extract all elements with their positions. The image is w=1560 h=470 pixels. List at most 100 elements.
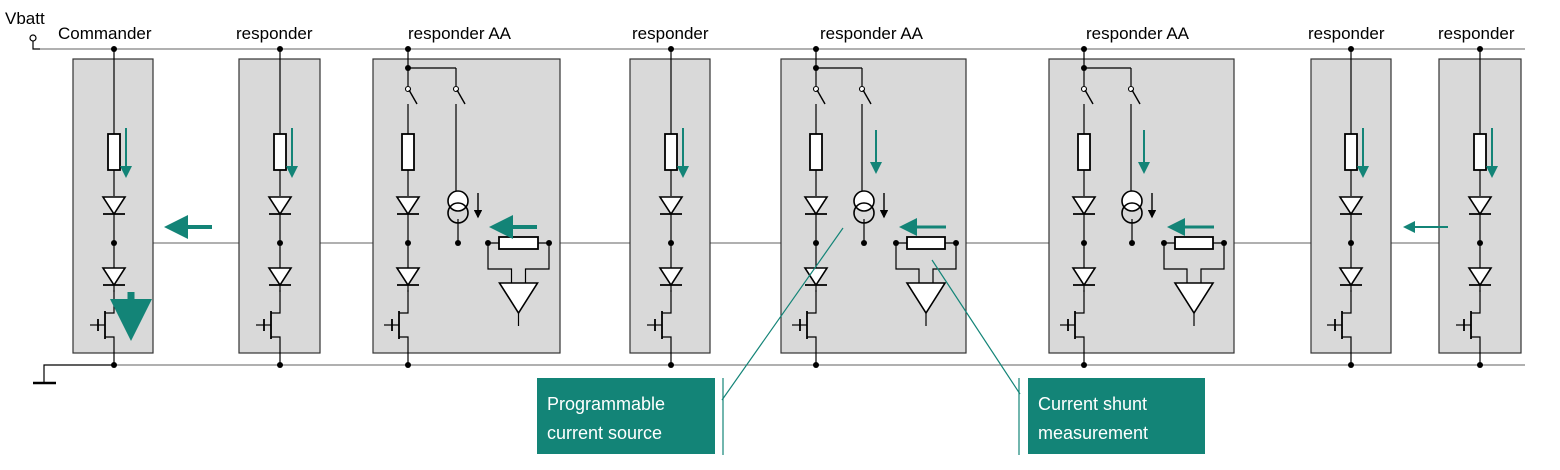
wire xyxy=(1471,336,1481,365)
wire xyxy=(895,243,920,286)
wire xyxy=(1471,290,1481,314)
wire xyxy=(1342,290,1352,314)
wire xyxy=(662,290,672,314)
ground-icon xyxy=(33,364,112,385)
callouts: Programmable current source Current shuntm… xyxy=(537,227,1205,455)
amplifier-icon xyxy=(905,282,947,315)
current-source-icon xyxy=(853,190,889,224)
callout-current-source: Programmable current source xyxy=(537,227,844,455)
wire xyxy=(399,336,409,365)
module-label: responder xyxy=(632,24,709,43)
switch-icon xyxy=(404,68,418,105)
vbatt-wire xyxy=(32,41,40,50)
switch-icon xyxy=(452,68,466,105)
vbatt-label: Vbatt xyxy=(5,9,45,28)
shunt-amplifier-icon xyxy=(1161,236,1227,326)
callout-line2: measurement xyxy=(1038,423,1148,443)
module-commander: Commander xyxy=(58,24,212,368)
wire xyxy=(807,290,817,314)
module-responder-aa: responder AA xyxy=(780,24,967,368)
wire xyxy=(1075,290,1085,314)
switch-icon xyxy=(812,68,826,105)
shunt-amplifier-icon xyxy=(485,236,552,326)
junction-dot xyxy=(405,362,411,368)
module-label: Commander xyxy=(58,24,152,43)
resistor-icon xyxy=(273,133,287,171)
wire xyxy=(399,290,409,314)
current-source-icon xyxy=(1121,190,1157,224)
resistor-icon xyxy=(1344,133,1358,171)
junction-dot xyxy=(668,362,674,368)
resistor-icon xyxy=(664,133,678,171)
modules: Commander responder responder AA responder r… xyxy=(58,24,1522,368)
switch-icon xyxy=(858,68,872,105)
junction-dot xyxy=(813,240,819,246)
module-responder-aa: responder AA xyxy=(372,24,561,368)
junction-dot xyxy=(405,240,411,246)
junction-dot xyxy=(277,240,283,246)
transistor-icon xyxy=(256,290,281,365)
callout-line1: Programmable xyxy=(547,394,665,414)
wire xyxy=(524,243,550,286)
junction-dot xyxy=(1477,240,1483,246)
wire xyxy=(807,336,817,365)
junction-dot xyxy=(1081,362,1087,368)
junction-dot xyxy=(1081,240,1087,246)
amplifier-icon xyxy=(1173,282,1215,315)
transistor-icon xyxy=(792,290,817,365)
module-responder-aa: responder AA xyxy=(1048,24,1235,368)
shunt-resistor-icon xyxy=(498,236,539,250)
switch-icon xyxy=(1127,68,1141,105)
wire xyxy=(931,259,1021,395)
wire xyxy=(1163,243,1188,286)
wire xyxy=(271,336,281,365)
switch-icon xyxy=(1080,68,1094,105)
wire xyxy=(1342,336,1352,365)
module-responder: responder xyxy=(236,24,321,368)
module-responder: responder xyxy=(1403,24,1522,368)
shunt-resistor-icon xyxy=(1174,236,1214,250)
module-responder: responder xyxy=(1308,24,1392,368)
resistor-icon xyxy=(401,133,415,171)
callout-line2: current source xyxy=(547,423,662,443)
junction-dot xyxy=(861,240,867,246)
junction-dot xyxy=(455,240,461,246)
wire xyxy=(721,227,844,401)
shunt-amplifier-icon xyxy=(893,236,959,326)
transistor-icon xyxy=(1327,290,1352,365)
junction-dot xyxy=(1348,362,1354,368)
wire xyxy=(271,290,281,314)
amplifier-icon xyxy=(498,282,539,315)
junction-dot xyxy=(813,362,819,368)
transistor-icon xyxy=(647,290,672,365)
junction-dot xyxy=(1477,362,1483,368)
shunt-resistor-icon xyxy=(906,236,946,250)
junction-dot xyxy=(277,362,283,368)
junction-dot xyxy=(111,240,117,246)
transistor-icon xyxy=(1060,290,1085,365)
module-label: responder xyxy=(1438,24,1515,43)
junction-dot xyxy=(1129,240,1135,246)
module-label: responder AA xyxy=(820,24,924,43)
wire xyxy=(487,243,513,286)
junction-dot xyxy=(668,240,674,246)
transistor-icon xyxy=(384,290,409,365)
vbatt-terminal: Vbatt xyxy=(5,9,45,50)
resistor-icon xyxy=(107,133,121,171)
wire xyxy=(1075,336,1085,365)
module-label: responder xyxy=(1308,24,1385,43)
resistor-icon xyxy=(1473,133,1487,171)
junction-dot xyxy=(111,362,117,368)
resistor-icon xyxy=(809,133,823,171)
resistor-icon xyxy=(1077,133,1091,171)
terminal-icon xyxy=(29,34,37,42)
wire xyxy=(1200,243,1225,286)
module-label: responder xyxy=(236,24,313,43)
module-responder: responder xyxy=(629,24,711,368)
module-label: responder AA xyxy=(1086,24,1190,43)
callout-box xyxy=(1028,378,1205,454)
wire xyxy=(932,243,957,286)
module-label: responder AA xyxy=(408,24,512,43)
